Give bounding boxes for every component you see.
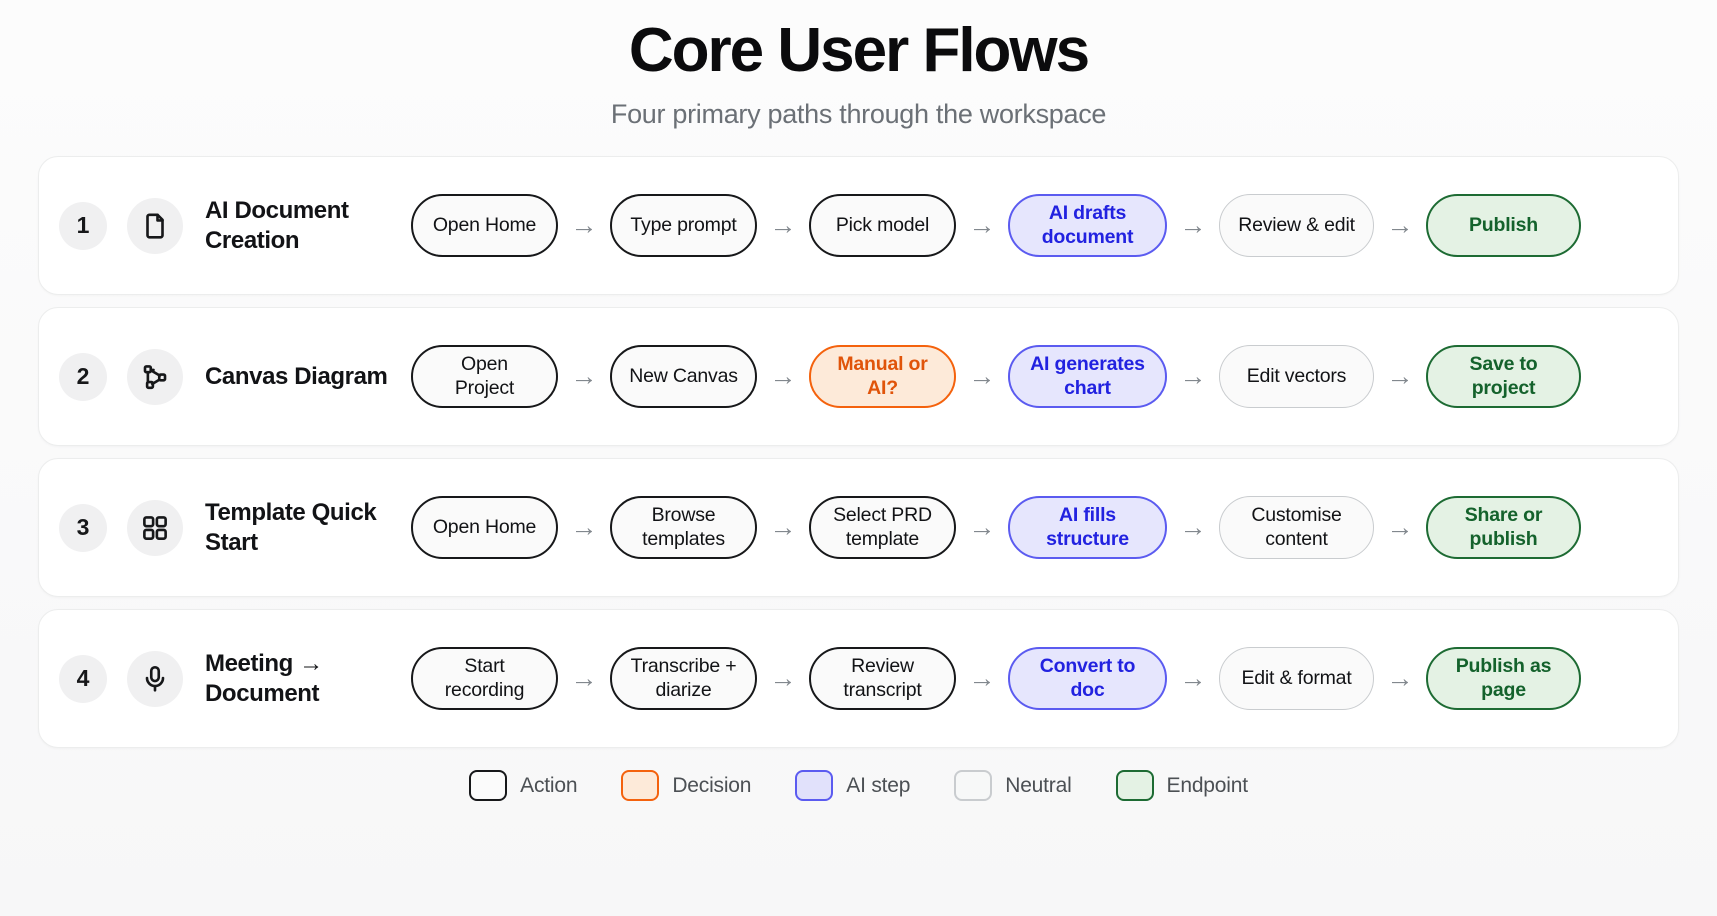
flow-step-endpoint[interactable]: Save to project [1426, 345, 1581, 409]
flow-step-ai[interactable]: Convert to doc [1008, 647, 1167, 711]
legend-item: Action [469, 770, 578, 802]
flow-title: Canvas Diagram [205, 362, 388, 390]
flow-step-action[interactable]: Open Home [411, 194, 558, 258]
arrow-right-icon: → [769, 512, 797, 543]
flow-row-lead: 2 Canvas Diagram [59, 348, 411, 405]
legend-item: Endpoint [1115, 770, 1249, 802]
flow-step-neutral[interactable]: Edit vectors [1219, 345, 1374, 409]
flow-step-ai[interactable]: AI drafts document [1008, 194, 1167, 258]
flow-step-action[interactable]: Transcribe + diarize [610, 647, 757, 711]
page-title: Core User Flows [628, 16, 1090, 85]
arrow-right-icon: → [1386, 210, 1414, 241]
flow-step-action[interactable]: Review transcript [809, 647, 956, 711]
flow-step-neutral[interactable]: Edit & format [1219, 647, 1374, 711]
arrow-right-icon: → [570, 210, 598, 241]
flow-row-lead: 4 Meeting → Document [59, 649, 411, 708]
legend-label: Decision [672, 773, 752, 797]
arrow-right-icon: → [769, 210, 797, 241]
flow-row-lead: 3 Template Quick Start [59, 498, 411, 557]
legend-swatch-action [469, 770, 508, 802]
flow-title: Meeting → Document [205, 650, 323, 707]
arrow-right-icon: → [968, 361, 996, 392]
arrow-right-icon: → [1179, 361, 1207, 392]
arrow-right-icon: → [1179, 512, 1207, 543]
flow-step-ai[interactable]: AI fills structure [1008, 496, 1167, 560]
legend-item: Decision [621, 770, 752, 802]
legend-swatch-endpoint [1115, 770, 1154, 802]
legend-label: Endpoint [1166, 773, 1249, 797]
flow-title: AI Document Creation [205, 197, 349, 254]
flow-title: Template Quick Start [205, 499, 377, 556]
flow-row: 4 Meeting → Document Start recording → Trans… [38, 609, 1679, 749]
flow-step-decision[interactable]: Manual or AI? [809, 345, 956, 409]
legend-item: AI step [795, 770, 911, 802]
flow-step-neutral[interactable]: Review & edit [1219, 194, 1374, 258]
flow-steps: Open Home → Browse templates → Select PRD te… [411, 496, 1654, 560]
flow-step-action[interactable]: Browse templates [610, 496, 757, 560]
flow-steps: Open Project → New Canvas → Manual or AI? → AI… [411, 345, 1654, 409]
legend-label: AI step [846, 773, 911, 797]
arrow-right-icon: → [1179, 663, 1207, 694]
flow-steps: Open Home → Type prompt → Pick model → AI draf… [411, 194, 1654, 258]
flow-step-action[interactable]: Start recording [411, 647, 558, 711]
flow-step-action[interactable]: Open Project [411, 345, 558, 409]
legend-item: Neutral [954, 770, 1072, 802]
flow-row: 2 Canvas Diagram Open Project → New Canvas → M… [38, 307, 1679, 447]
arrow-right-icon: → [1386, 361, 1414, 392]
document-icon [127, 197, 183, 254]
flow-number-badge: 4 [59, 654, 107, 703]
flow-number-badge: 2 [59, 352, 107, 401]
flow-step-ai[interactable]: AI generates chart [1008, 345, 1167, 409]
arrow-right-icon: → [1179, 210, 1207, 241]
arrow-right-icon: → [570, 663, 598, 694]
arrow-right-icon: → [968, 210, 996, 241]
arrow-right-icon: → [1386, 512, 1414, 543]
legend-label: Neutral [1005, 773, 1072, 797]
arrow-right-icon: → [968, 512, 996, 543]
arrow-right-icon: → [570, 512, 598, 543]
legend-label: Action [520, 773, 578, 797]
flow-step-endpoint[interactable]: Share or publish [1426, 496, 1581, 560]
grid-squares-icon [127, 499, 183, 556]
flow-step-endpoint[interactable]: Publish as page [1426, 647, 1581, 711]
flow-step-endpoint[interactable]: Publish [1426, 194, 1581, 258]
arrow-right-icon: → [769, 361, 797, 392]
flow-row: 1 AI Document Creation Open Home → Type prom… [38, 156, 1679, 296]
flow-step-action[interactable]: Type prompt [610, 194, 757, 258]
page-subtitle: Four primary paths through the workspace [610, 99, 1107, 130]
flow-row-lead: 1 AI Document Creation [59, 196, 411, 255]
flow-step-action[interactable]: Open Home [411, 496, 558, 560]
flow-step-action[interactable]: New Canvas [610, 345, 757, 409]
legend-swatch-neutral [954, 770, 993, 802]
flow-steps: Start recording → Transcribe + diarize → Rev… [411, 647, 1654, 711]
arrow-right-icon: → [968, 663, 996, 694]
flow-number-badge: 3 [59, 503, 107, 552]
page-header: Core User Flows Four primary paths throu… [38, 14, 1679, 130]
legend-swatch-ai [795, 770, 834, 802]
microphone-icon [127, 650, 183, 707]
flow-number-badge: 1 [59, 201, 107, 250]
flow-step-action[interactable]: Select PRD template [809, 496, 956, 560]
legend: Action Decision AI step Neutral Endpoint [38, 770, 1679, 802]
legend-swatch-decision [621, 770, 660, 802]
arrow-right-icon: → [769, 663, 797, 694]
flow-row: 3 Template Quick Start Open Home → Browse te… [38, 458, 1679, 598]
arrow-right-icon: → [1386, 663, 1414, 694]
node-graph-icon [127, 348, 183, 405]
arrow-right-icon: → [570, 361, 598, 392]
flow-step-action[interactable]: Pick model [809, 194, 956, 258]
flow-step-neutral[interactable]: Customise content [1219, 496, 1374, 560]
